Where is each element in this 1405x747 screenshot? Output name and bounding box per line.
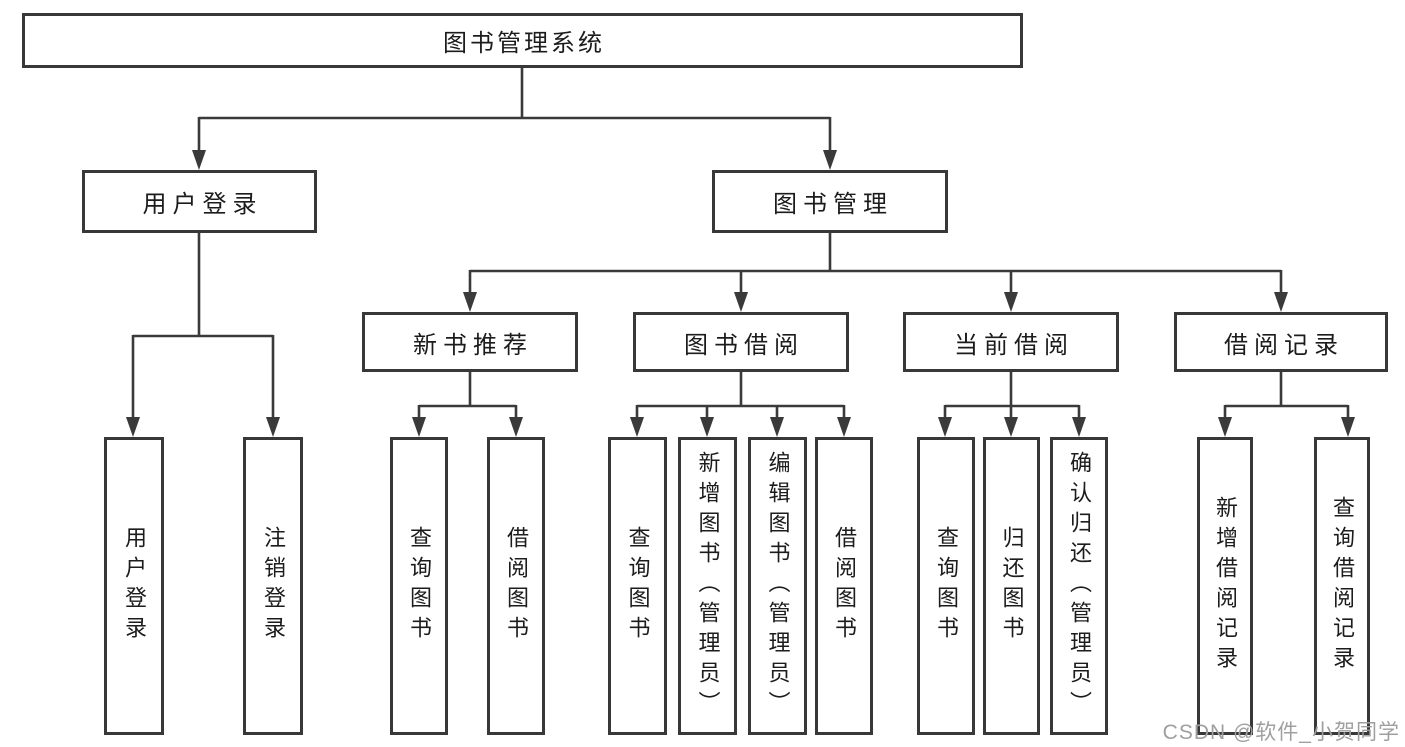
node-current-borrowing: 当前借阅: [903, 312, 1119, 372]
node-book-borrowing: 图书借阅: [633, 312, 849, 372]
leaf-borrowing-query: 查询图书: [608, 437, 667, 735]
leaf-user-login-label: 用户登录: [122, 526, 147, 646]
node-user-login: 用户登录: [82, 170, 317, 233]
leaf-newbooks-borrow: 借阅图书: [487, 437, 545, 735]
node-user-login-label: 用户登录: [142, 191, 263, 218]
leaf-records-query-label: 查询借阅记录: [1330, 496, 1355, 676]
leaf-borrowing-add-admin-label: 新增图书（管理员）: [695, 451, 721, 721]
node-book-borrowing-label: 图书借阅: [684, 331, 804, 359]
node-root: 图书管理系统: [22, 13, 1023, 68]
node-root-label: 图书管理系统: [443, 30, 605, 57]
leaf-logout-label: 注销登录: [261, 526, 286, 646]
node-borrowing-records-label: 借阅记录: [1224, 331, 1344, 359]
node-current-borrowing-label: 当前借阅: [954, 331, 1074, 359]
node-book-management-label: 图书管理: [773, 191, 893, 218]
leaf-records-query: 查询借阅记录: [1314, 437, 1370, 735]
leaf-current-return-label: 归还图书: [999, 526, 1025, 646]
node-book-management: 图书管理: [712, 170, 948, 233]
csdn-watermark: CSDN @软件_小贺同学: [1162, 721, 1400, 744]
leaf-newbooks-query-label: 查询图书: [407, 526, 432, 646]
leaf-logout: 注销登录: [243, 437, 303, 735]
leaf-borrowing-edit-admin: 编辑图书（管理员）: [748, 437, 807, 735]
leaf-newbooks-query: 查询图书: [390, 437, 448, 735]
leaf-borrowing-edit-admin-label: 编辑图书（管理员）: [765, 451, 791, 721]
leaf-user-login: 用户登录: [104, 437, 164, 735]
leaf-current-query: 查询图书: [917, 437, 975, 735]
leaf-current-return: 归还图书: [983, 437, 1040, 735]
leaf-borrowing-borrow: 借阅图书: [815, 437, 873, 735]
leaf-borrowing-borrow-label: 借阅图书: [832, 526, 857, 646]
leaf-current-query-label: 查询图书: [934, 526, 959, 646]
leaf-records-add-label: 新增借阅记录: [1213, 496, 1238, 676]
leaf-records-add: 新增借阅记录: [1197, 437, 1253, 735]
node-borrowing-records: 借阅记录: [1174, 312, 1388, 372]
node-new-book-recommend: 新书推荐: [362, 312, 578, 372]
leaf-newbooks-borrow-label: 借阅图书: [504, 526, 529, 646]
leaf-borrowing-query-label: 查询图书: [625, 526, 651, 646]
leaf-borrowing-add-admin: 新增图书（管理员）: [678, 437, 737, 735]
leaf-current-confirm-admin: 确认归还（管理员）: [1050, 437, 1108, 735]
leaf-current-confirm-admin-label: 确认归还（管理员）: [1067, 451, 1092, 721]
node-new-book-recommend-label: 新书推荐: [413, 331, 533, 359]
